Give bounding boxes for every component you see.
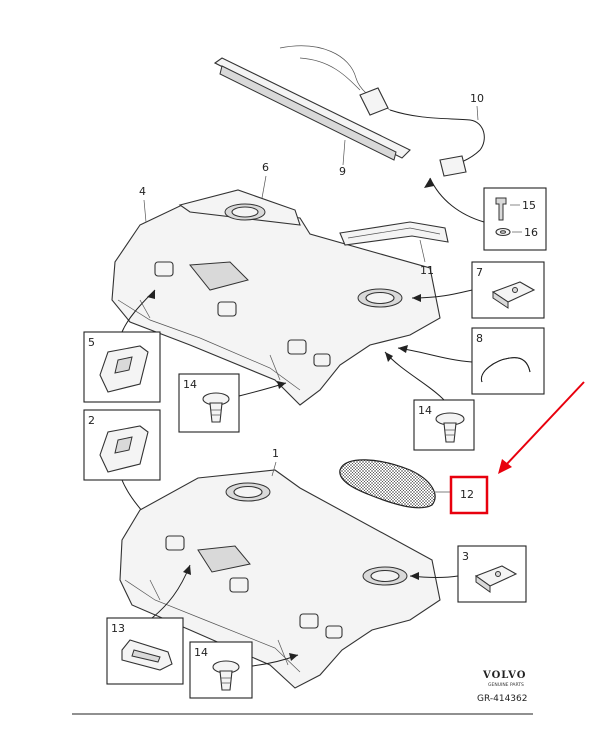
callout-9: 9 (339, 165, 346, 178)
callout-14-right: 14 (418, 404, 432, 417)
cargo-cover-assembly: 9 10 (213, 45, 485, 178)
box-3: 3 (457, 545, 527, 603)
trim-strip-11: 11 (339, 221, 449, 277)
box-2: 2 (83, 409, 161, 481)
box-5: 5 (83, 331, 161, 403)
rear-shelf-lower: 1 (119, 447, 441, 689)
arrow-to-15-16 (429, 177, 485, 223)
callout-4: 4 (139, 185, 146, 198)
box-14-left: 14 (178, 373, 240, 433)
arrow-to-8 (397, 347, 473, 363)
callout-11: 11 (420, 264, 434, 277)
callout-7: 7 (476, 266, 483, 279)
callout-1: 1 (272, 447, 279, 460)
callout-12: 12 (460, 488, 474, 501)
brand-name: VOLVO (482, 670, 526, 681)
rear-shelf-upper: 4 6 (111, 161, 441, 406)
reference-code: GR-414362 (477, 694, 527, 704)
callout-15: 15 (522, 199, 536, 212)
box-8: 8 (471, 327, 545, 395)
callout-14-left: 14 (183, 378, 197, 391)
callout-10: 10 (470, 92, 484, 105)
callout-16: 16 (524, 226, 538, 239)
box-7: 7 (471, 261, 545, 319)
callout-8: 8 (476, 332, 483, 345)
box-14-right: 14 (413, 399, 475, 451)
highlight-box-12: 12 (449, 475, 489, 515)
speaker-grille-12 (339, 459, 452, 509)
red-arrow-icon (498, 381, 585, 474)
callout-6: 6 (262, 161, 269, 174)
box-13: 13 (106, 617, 184, 685)
box-14-bottom: 14 (189, 641, 253, 699)
arrowhead-icon (424, 178, 434, 188)
arrow-to-14-right (384, 351, 445, 401)
callout-13: 13 (111, 622, 125, 635)
volvo-logo: VOLVO GENUINE PARTS (482, 670, 526, 688)
callout-2: 2 (88, 414, 95, 427)
callout-5: 5 (88, 336, 95, 349)
box-15-16: 15 16 (483, 187, 547, 251)
brand-subtitle: GENUINE PARTS (488, 682, 524, 688)
callout-3: 3 (462, 550, 469, 563)
callout-14-bottom: 14 (194, 646, 208, 659)
